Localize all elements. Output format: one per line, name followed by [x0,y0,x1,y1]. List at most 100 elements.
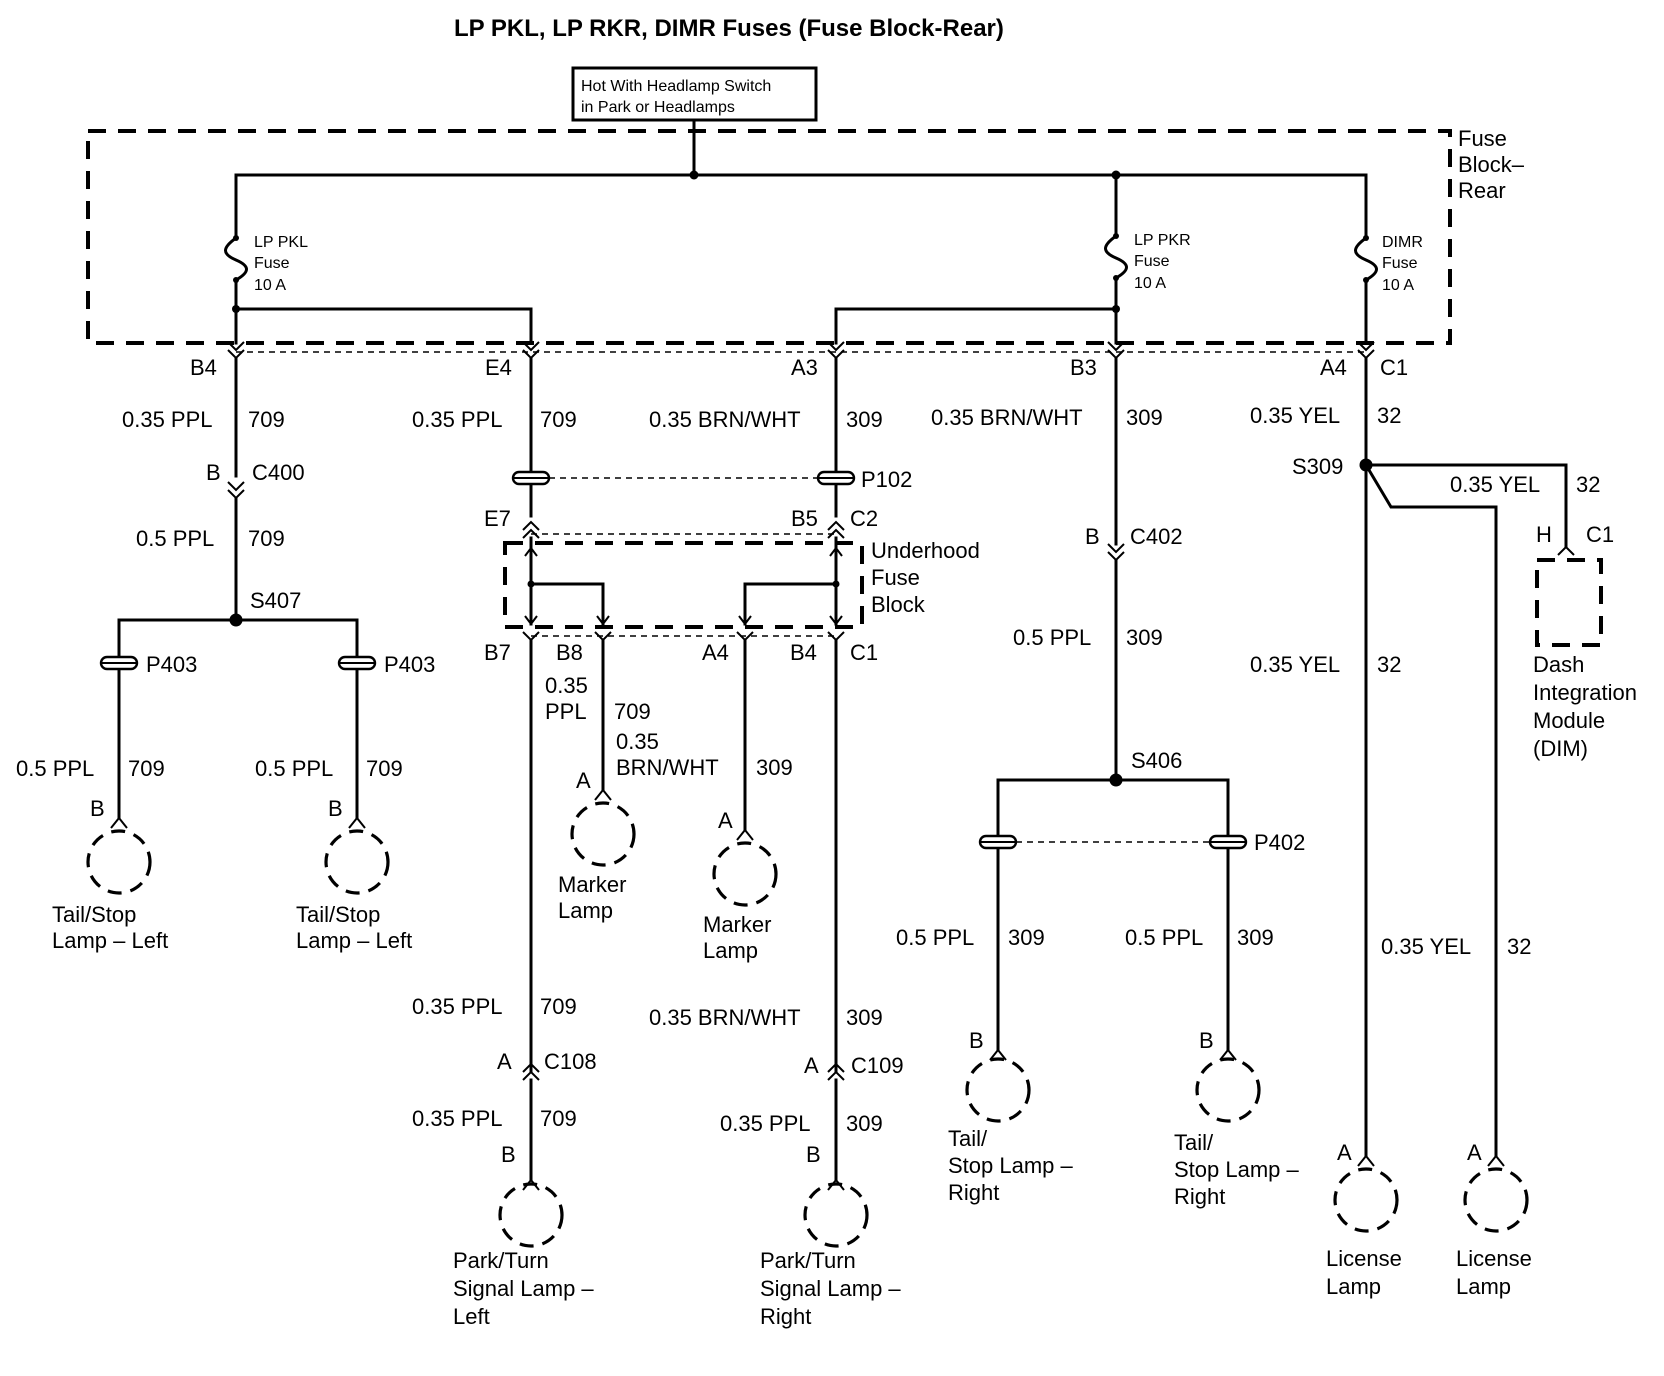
wire-5-circuit: 32 [1377,403,1401,428]
wire-3-circuit: 309 [846,407,883,432]
marker-1-pin: A [576,768,591,793]
license-1-label-1: License [1326,1246,1402,1271]
wire-12-circuit: 709 [614,699,651,724]
park-right-label-3: Right [760,1304,811,1329]
wire-5-size: 0.35 YEL [1250,403,1340,428]
wire-19-size: 0.35 PPL [412,1106,503,1131]
wire-13-size-b: BRN/WHT [616,755,719,780]
marker-2-pin: A [718,808,733,833]
terminal-b5: B5 [791,506,818,531]
park-turn-lamp-left [498,1182,564,1248]
park-left-label-2: Signal Lamp – [453,1276,594,1301]
wire-15-circuit: 309 [1237,925,1274,950]
park-right-label-1: Park/Turn [760,1248,856,1273]
wire-18-size: 0.35 BRN/WHT [649,1005,801,1030]
source-box-line-2: in Park or Headlamps [581,99,735,116]
license-lamp-2 [1463,1167,1529,1233]
park-right-pin: B [806,1142,821,1167]
dim-label-3: Module [1533,708,1605,733]
wire-20-size: 0.35 PPL [720,1111,811,1136]
license-2-label-2: Lamp [1456,1274,1511,1299]
c400-pin: B [206,460,221,485]
wire-13-size-a: 0.35 [616,729,659,754]
wire-14-size: 0.5 PPL [896,925,974,950]
tail-stop-lamp-right-1 [965,1057,1031,1123]
wire-12-size-b: PPL [545,699,587,724]
connector-c400 [227,481,245,500]
terminal-a4-lower: A4 [702,640,729,665]
wire-18-circuit: 309 [846,1005,883,1030]
p403-right-label: P403 [384,652,435,677]
terminal-b4: B4 [190,355,217,380]
underhood-label-2: Fuse [871,565,920,590]
fuse-block-rear-label-2: Block– [1458,152,1525,177]
lp-pkl-fuse-label-3: 10 A [254,277,286,294]
lp-pkl-fuse-label-2: Fuse [254,255,290,272]
marker-1-label-1: Marker [558,872,626,897]
splice-s406-label: S406 [1131,748,1182,773]
tail-right-1-label-2: Stop Lamp – [948,1153,1074,1178]
license-2-label-1: License [1456,1246,1532,1271]
dim-label-1: Dash [1533,652,1584,677]
p402-label: P402 [1254,830,1305,855]
connector-p402-left [978,834,1018,850]
tail-right-2-label-2: Stop Lamp – [1174,1157,1300,1182]
source-box-line-1: Hot With Headlamp Switch [581,78,771,95]
c109-label: C109 [851,1053,904,1078]
tail-right-2-label-1: Tail/ [1174,1130,1214,1155]
c402-label: C402 [1130,524,1183,549]
terminal-b7: B7 [484,640,511,665]
wire-17-size: 0.35 PPL [412,994,503,1019]
c402-pin: B [1085,524,1100,549]
wire-3-size: 0.35 BRN/WHT [649,407,801,432]
lp-pkr-fuse-label-3: 10 A [1134,275,1166,292]
source-box [571,66,818,122]
tail-stop-lamp-left-2 [324,829,390,895]
park-left-label-3: Left [453,1304,490,1329]
dimr-fuse-label-2: Fuse [1382,255,1418,272]
terminal-b8: B8 [556,640,583,665]
terminal-e4: E4 [485,355,512,380]
c108-pin: A [497,1049,512,1074]
lp-pkr-fuse-label-2: Fuse [1134,253,1170,270]
lp-pkr-fuse-label-1: LP PKR [1134,232,1191,249]
park-right-label-2: Signal Lamp – [760,1276,901,1301]
terminal-c1-lower: C1 [850,640,878,665]
tail-left-2-pin: B [328,796,343,821]
underhood-label-1: Underhood [871,538,980,563]
connector-p102-right [816,470,856,486]
terminal-b3: B3 [1070,355,1097,380]
terminal-a4: A4 [1320,355,1347,380]
wire-17-circuit: 709 [540,994,577,1019]
tail-left-2-label-2: Lamp – Left [296,928,412,953]
marker-1-label-2: Lamp [558,898,613,923]
wire-2-circuit: 709 [540,407,577,432]
tail-right-1-label-3: Right [948,1180,999,1205]
tail-stop-lamp-right-2 [1195,1057,1261,1123]
splice-s309-label: S309 [1292,454,1343,479]
underhood-label-3: Block [871,592,926,617]
connector-p403-right [337,655,377,671]
marker-lamp-2 [712,841,778,907]
terminal-e7: E7 [484,506,511,531]
connector-p403-left [99,655,139,671]
tail-right-2-pin: B [1199,1028,1214,1053]
marker-2-label-2: Lamp [703,938,758,963]
connector-p102-left [511,470,551,486]
terminal-a3: A3 [791,355,818,380]
park-turn-lamp-right [803,1182,869,1248]
tail-right-1-label-1: Tail/ [948,1126,988,1151]
tail-left-1-pin: B [90,796,105,821]
terminal-c2: C2 [850,506,878,531]
wire-10-circuit: 709 [128,756,165,781]
c108-label: C108 [544,1049,597,1074]
splice-s407-label: S407 [250,588,301,613]
dimr-fuse-label-3: 10 A [1382,277,1414,294]
wire-15-size: 0.5 PPL [1125,925,1203,950]
tail-left-1-label-2: Lamp – Left [52,928,168,953]
park-left-pin: B [501,1142,516,1167]
wire-9-circuit: 32 [1377,652,1401,677]
marker-lamp-1 [570,801,636,867]
wire-20-circuit: 309 [846,1111,883,1136]
